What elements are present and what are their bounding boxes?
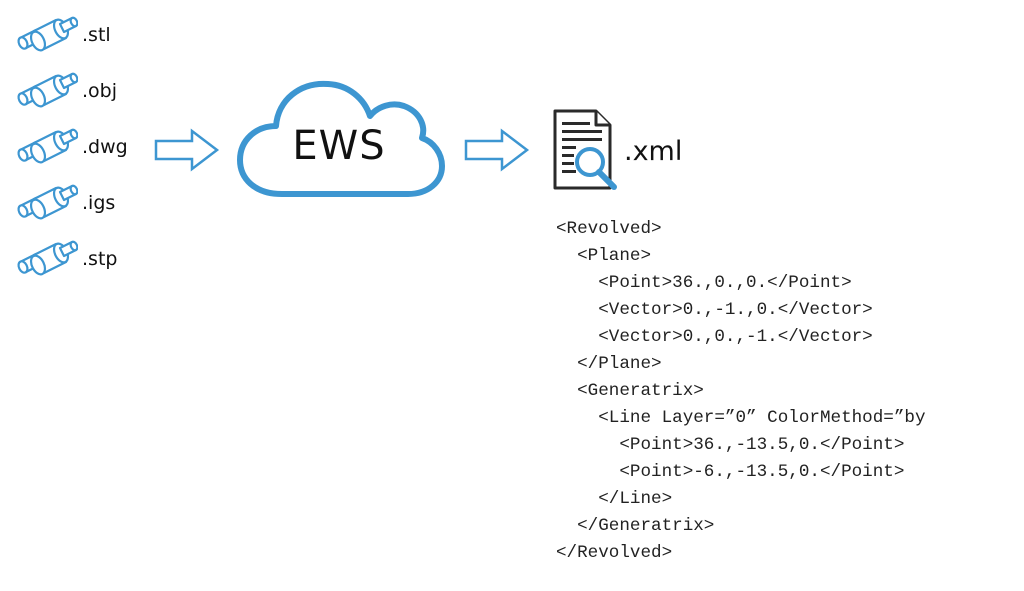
xml-code-line: </Revolved> xyxy=(556,543,673,563)
cad-part-icon xyxy=(17,128,78,164)
file-extension-label: .obj xyxy=(82,80,118,102)
xml-code-line: <Plane> xyxy=(556,246,652,266)
xml-code-line: <Point>-6.,-13.5,0.</Point> xyxy=(556,462,905,482)
xml-code-line: <Point>36.,0.,0.</Point> xyxy=(556,273,852,293)
input-file-item: .stl xyxy=(16,16,176,58)
xml-code-line: <Vector>0.,-1.,0.</Vector> xyxy=(556,300,873,320)
file-extension-label: .stl xyxy=(82,24,111,46)
xml-code-line: </Line> xyxy=(556,489,673,509)
input-file-item: .dwg xyxy=(16,128,176,170)
cad-part-icon xyxy=(17,240,78,276)
file-extension-label: .igs xyxy=(82,192,116,214)
right-arrow-icon xyxy=(154,128,220,172)
output-format-label: .xml xyxy=(624,136,683,167)
cad-part-icon xyxy=(17,184,78,220)
input-file-item: .obj xyxy=(16,72,176,114)
file-extension-label: .stp xyxy=(82,248,118,270)
cloud-icon xyxy=(237,80,445,197)
xml-code-line: <Revolved> xyxy=(556,219,662,239)
right-arrow-icon xyxy=(464,128,530,172)
xml-code-line: <Point>36.,-13.5,0.</Point> xyxy=(556,435,905,455)
document-search-icon xyxy=(553,109,617,190)
file-extension-label: .dwg xyxy=(82,136,128,158)
cad-part-icon xyxy=(17,72,78,108)
cad-part-icon xyxy=(17,16,78,52)
service-label: EWS xyxy=(292,123,386,169)
xml-code-line: <Generatrix> xyxy=(556,381,704,401)
input-file-item: .igs xyxy=(16,184,176,226)
xml-code-line: </Plane> xyxy=(556,354,662,374)
xml-code-line: <Vector>0.,0.,-1.</Vector> xyxy=(556,327,873,347)
xml-code-line: <Line Layer=”0” ColorMethod=”by xyxy=(556,408,926,428)
xml-code-listing: <Revolved> <Plane> <Point>36.,0.,0.</Poi… xyxy=(556,216,1024,567)
input-file-item: .stp xyxy=(16,240,176,282)
xml-code-line: </Generatrix> xyxy=(556,516,715,536)
